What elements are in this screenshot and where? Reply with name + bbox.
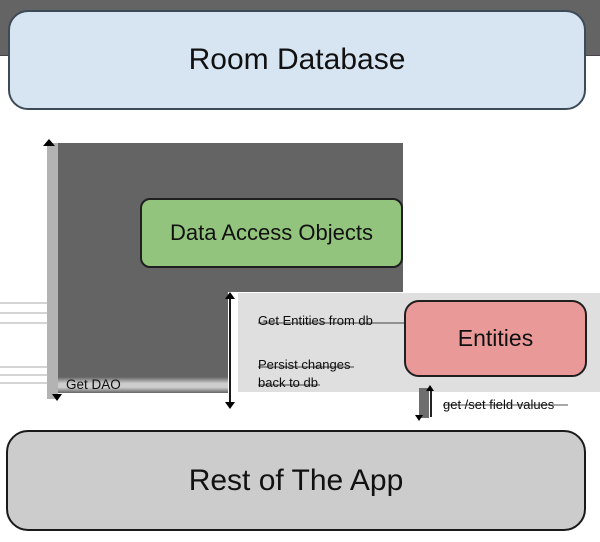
get-set-arrow-bar bbox=[419, 388, 429, 418]
node-rest-of-the-app: Rest of The App bbox=[6, 430, 586, 531]
edge-label-get-dao: Get DAO bbox=[66, 377, 121, 392]
node-data-access-objects: Data Access Objects bbox=[140, 198, 403, 268]
arrow-up-icon bbox=[225, 292, 235, 299]
dao-entities-arrow-line bbox=[229, 297, 231, 403]
node-label-dao: Data Access Objects bbox=[170, 220, 373, 245]
connector-line-get-entities bbox=[258, 322, 412, 324]
artifact-line bbox=[0, 382, 47, 384]
edge-label-get-entities: Get Entities from db bbox=[258, 313, 373, 328]
arrow-down-icon bbox=[52, 394, 62, 401]
artifact-line bbox=[0, 302, 47, 304]
connector-line-get-set bbox=[443, 404, 568, 406]
node-label-room-database: Room Database bbox=[188, 43, 406, 76]
node-label-entities: Entities bbox=[457, 325, 534, 351]
arrow-up-icon bbox=[43, 139, 55, 146]
artifact-line bbox=[0, 312, 47, 314]
arrow-down-icon bbox=[225, 402, 235, 409]
artifact-line bbox=[0, 366, 47, 368]
node-label-rest-of-the-app: Rest of The App bbox=[188, 463, 404, 497]
edge-label-get-set-field-values: get /set field values bbox=[443, 397, 555, 412]
get-set-arrow-line bbox=[430, 389, 432, 417]
node-entities: Entities bbox=[404, 300, 587, 377]
get-dao-arrow-bar bbox=[47, 143, 58, 399]
edge-label-persist-changes: Persist changes back to db bbox=[258, 357, 351, 390]
artifact-line bbox=[0, 322, 47, 324]
connector-line-persist bbox=[258, 366, 354, 368]
arrow-up-icon bbox=[426, 385, 434, 391]
connector-line-persist-2 bbox=[258, 384, 320, 386]
arrow-down-icon bbox=[415, 415, 423, 421]
get-dao-connector-stripe bbox=[57, 377, 228, 393]
artifact-line bbox=[0, 374, 47, 376]
node-room-database: Room Database bbox=[8, 10, 586, 110]
room-to-dao-arrow-shaft bbox=[57, 143, 228, 393]
